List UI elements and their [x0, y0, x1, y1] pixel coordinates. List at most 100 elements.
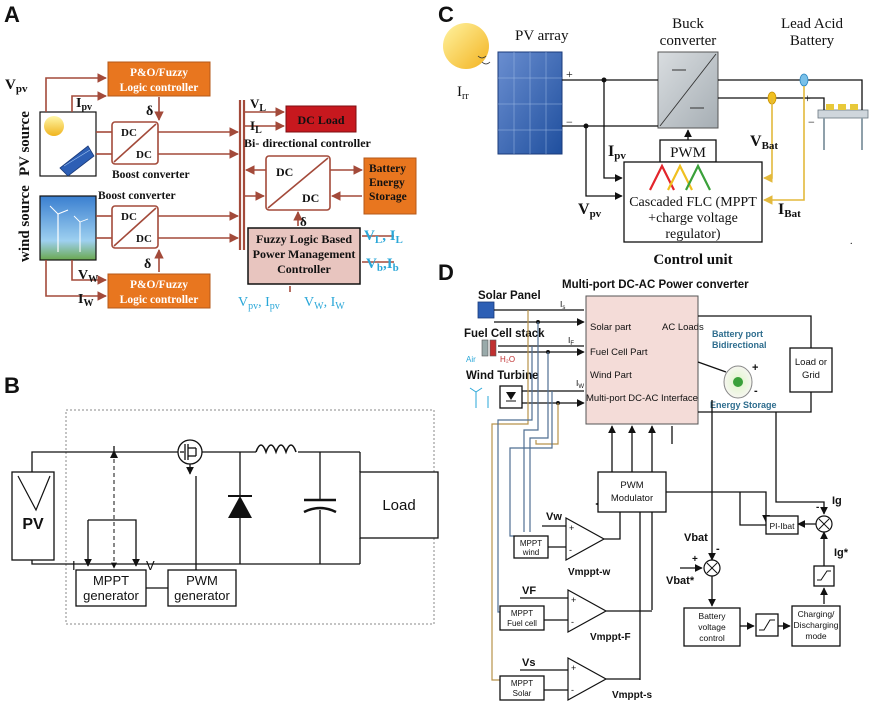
- es-minus: -: [754, 385, 758, 397]
- po-fuzzy-top-line2: Logic controller: [120, 82, 199, 94]
- delta-mid: δ: [300, 214, 307, 229]
- pv-box: [11, 471, 55, 561]
- circuit-boundary: [65, 409, 435, 625]
- wind-turbine-label: Wind Turbine: [466, 370, 539, 382]
- boost-converter-label-2: Boost converter: [98, 190, 176, 202]
- solar-panel-icon: [477, 301, 495, 319]
- flc-line3: regulator): [665, 227, 721, 242]
- label-vpv-c: Vpv: [578, 201, 602, 220]
- air-label: Air: [466, 355, 476, 364]
- fuzzy-line3: Controller: [277, 262, 331, 276]
- dc-bi-2: DC: [302, 191, 319, 205]
- dc-bi-1: DC: [276, 165, 293, 179]
- opf-minus: -: [571, 617, 574, 627]
- wind-part: Wind Part: [590, 370, 632, 381]
- label-if: IF: [568, 335, 574, 347]
- signal-vb-ib: Vb,Ib: [366, 256, 399, 274]
- battery-voltage-control-box: [683, 607, 741, 647]
- fuzzy-line2: Power Management: [253, 247, 356, 261]
- charging-line1: Charging/: [798, 609, 835, 619]
- flc-line2: +charge voltage: [648, 211, 738, 226]
- label-ig: Ig: [832, 495, 842, 507]
- po-fuzzy-controller-top: [107, 61, 211, 97]
- dc-bot-2: DC: [136, 233, 152, 245]
- pv-source-image: [39, 111, 97, 177]
- label-i: I: [72, 558, 76, 573]
- fuel-cell-part: Fuel Cell Part: [590, 347, 648, 358]
- bvc-line2: voltage: [698, 622, 726, 632]
- label-irr: Irr: [457, 84, 469, 102]
- panel-b: B PV Load: [4, 373, 439, 625]
- fuzzy-line1: Fuzzy Logic Based: [256, 232, 352, 246]
- label-iw: IW: [78, 292, 93, 309]
- load-grid-line1: Load or: [795, 357, 827, 368]
- bvc-line3: control: [699, 633, 725, 643]
- mppt-wind-line1: MPPT: [520, 539, 542, 548]
- label-vbat-d: Vbat: [684, 532, 708, 544]
- po-fuzzy-bottom-line1: P&O/Fuzzy: [130, 279, 188, 291]
- plus-vbat: +: [692, 554, 698, 565]
- po-fuzzy-bottom-line2: Logic controller: [120, 294, 199, 306]
- mppt-solar-box: [499, 675, 545, 701]
- ac-loads: AC Loads: [662, 322, 704, 333]
- label-il: IL: [250, 118, 262, 136]
- dc-bot-1: DC: [121, 211, 137, 223]
- signal-vpv-ipv: Vpv, Ipv: [238, 295, 280, 312]
- pwm-generator-box: [167, 569, 237, 607]
- pi-ibat-label: PI-Ibat: [769, 521, 795, 531]
- mppt-generator-box: [75, 569, 147, 607]
- label-ig-star: Ig*: [834, 547, 849, 559]
- load-box: [359, 471, 439, 539]
- fuzzy-pm-controller: [247, 227, 361, 285]
- delta-top: δ: [146, 104, 153, 119]
- mppt-solar-line2: Solar: [513, 689, 532, 698]
- label-vw: VW: [78, 268, 98, 285]
- opamp-wind: [565, 516, 606, 562]
- delta-bottom: δ: [144, 257, 151, 272]
- boost-converter-label-1: Boost converter: [112, 169, 190, 181]
- charging-line2: Discharging: [794, 620, 839, 630]
- load-grid-line2: Grid: [802, 370, 820, 381]
- lead-acid-line1: Lead Acid: [781, 16, 844, 32]
- signal-vl-il: VL, IL: [364, 228, 403, 246]
- battery-line1: Battery: [369, 163, 406, 175]
- panel-label-a: A: [4, 2, 20, 27]
- energy-storage-label: Energy Storage: [710, 400, 777, 410]
- sun-icon: [443, 23, 489, 69]
- po-fuzzy-top-line1: P&O/Fuzzy: [130, 67, 188, 79]
- label-vbat-star: Vbat*: [666, 575, 695, 587]
- mppt-line1: MPPT: [93, 573, 129, 588]
- minus-ig: -: [816, 502, 819, 513]
- panel-label-d: D: [438, 260, 454, 285]
- pwm-line1: PWM: [186, 573, 218, 588]
- label-ibat-c: IBat: [778, 201, 801, 220]
- mppt-fuel-line1: MPPT: [511, 609, 533, 618]
- multiport-title: Multi-port DC-AC Power converter: [562, 279, 749, 291]
- flc-line1: Cascaded FLC (MPPT: [629, 195, 757, 210]
- ops-plus: +: [571, 663, 576, 673]
- vmppt-s-label: Vmppt-s: [612, 690, 652, 701]
- opw-minus: -: [569, 545, 572, 555]
- battery-line3: Storage: [369, 191, 407, 203]
- fuel-cell-label: Fuel Cell stack: [464, 328, 545, 340]
- buck-line1: Buck: [672, 16, 704, 32]
- pv-source-label: PV source: [17, 111, 33, 176]
- ops-minus: -: [571, 685, 574, 695]
- dc-load-label: DC Load: [297, 113, 344, 127]
- batt-minus: −: [808, 115, 815, 129]
- wind-turbine-icon: [469, 387, 489, 408]
- wind-source-image: [39, 195, 97, 261]
- fuzzy-triangles-icon: [649, 163, 711, 191]
- buck-line2: converter: [660, 33, 717, 49]
- dc-top-2: DC: [136, 149, 152, 161]
- panel-d: D Multi-port DC-AC Power converter Solar…: [438, 260, 849, 702]
- panel-label-c: C: [438, 2, 454, 27]
- label-ipv-c: Ipv: [608, 143, 626, 162]
- label-vpv: Vpv: [5, 77, 28, 95]
- mppt-fuel-box: [499, 605, 545, 631]
- battery-line2: Energy: [369, 177, 405, 189]
- lead-acid-line2: Battery: [790, 33, 835, 49]
- label-is: Is: [560, 299, 565, 311]
- battery-storage-box: [363, 157, 417, 215]
- control-unit-box: [623, 161, 763, 243]
